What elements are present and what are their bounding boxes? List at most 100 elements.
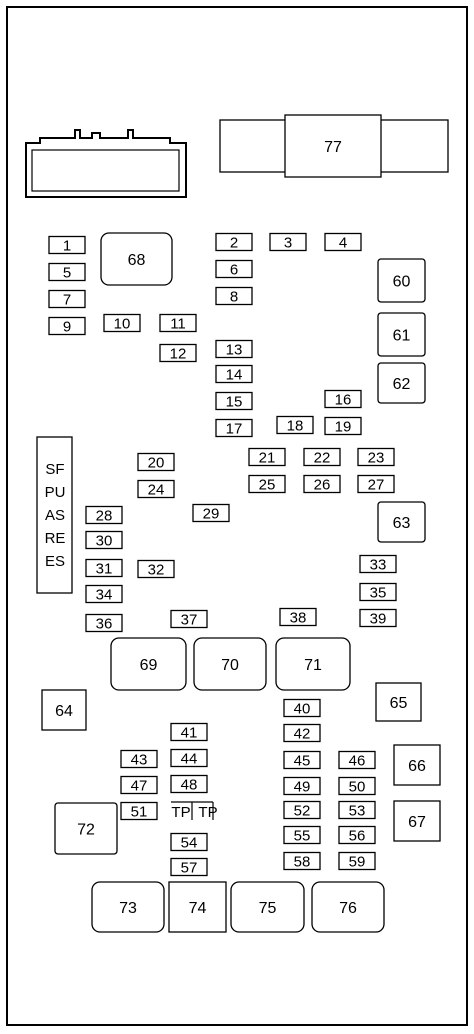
fuse-23-label: 23: [368, 450, 385, 467]
relay-66: 66: [393, 744, 441, 786]
test-points: TP TP: [171, 801, 218, 821]
fuse-58-label: 58: [294, 854, 311, 871]
fuse-57: 57: [170, 857, 208, 877]
relay-73-label: 73: [119, 900, 137, 917]
fuse-40: 40: [283, 698, 321, 718]
fuse-14-label: 14: [226, 367, 243, 384]
panel-border: [6, 6, 468, 1026]
fuse-45: 45: [283, 750, 321, 770]
fuse-48: 48: [170, 774, 208, 794]
spares-line-4: RE: [45, 530, 66, 547]
relay-73: 73: [91, 881, 165, 933]
relay-72: 72: [54, 802, 118, 855]
fuse-15: 15: [215, 391, 253, 411]
relay-62: 62: [377, 362, 426, 404]
fuse-3: 3: [269, 232, 307, 252]
fuse-11-label: 11: [170, 316, 186, 333]
fuse-4-label: 4: [339, 235, 347, 252]
fuse-7-label: 7: [63, 292, 71, 309]
fuse-6: 6: [215, 259, 253, 279]
fuse-36: 36: [85, 613, 123, 633]
fuse-23: 23: [357, 447, 395, 467]
relay-67-label: 67: [408, 814, 426, 831]
relay-66-label: 66: [408, 758, 426, 775]
fuse-25-label: 25: [259, 477, 276, 494]
fuse-16: 16: [324, 389, 362, 409]
relay-68: 68: [100, 232, 173, 286]
fuse-20-label: 20: [148, 455, 165, 472]
fuse-5-label: 5: [63, 265, 71, 282]
fuse-28: 28: [85, 505, 123, 525]
fuse-55: 55: [283, 825, 321, 845]
fuse-18-label: 18: [287, 418, 304, 435]
fuse-43: 43: [120, 749, 158, 769]
fuse-26: 26: [303, 474, 341, 494]
fuse-42: 42: [283, 723, 321, 743]
fuse-50-label: 50: [349, 779, 366, 796]
relay-61: 61: [377, 312, 426, 357]
fuse-10-label: 10: [114, 316, 131, 333]
fuse-3-label: 3: [284, 235, 292, 252]
fuse-1-label: 1: [63, 238, 71, 255]
fuse-49: 49: [283, 776, 321, 796]
fuse-16-label: 16: [335, 392, 352, 409]
fuse-20: 20: [137, 452, 175, 472]
fuse-24-label: 24: [148, 482, 165, 499]
fuse-24: 24: [137, 479, 175, 499]
fuse-8: 8: [215, 286, 253, 306]
fuse-5: 5: [48, 262, 86, 282]
relay-63-label: 63: [393, 515, 411, 532]
fuse-52-label: 52: [294, 803, 311, 820]
test-point-1: TP: [171, 804, 190, 821]
fuse-31-label: 31: [96, 561, 113, 578]
relay-76: 76: [311, 881, 385, 933]
fuse-34-label: 34: [96, 587, 113, 604]
fuse-49-label: 49: [294, 779, 311, 796]
fuse-29-label: 29: [203, 506, 220, 523]
fuse-32-label: 32: [148, 562, 165, 579]
relay-70-label: 70: [221, 657, 239, 674]
fuse-40-label: 40: [294, 701, 311, 718]
fuse-51-label: 51: [131, 804, 148, 821]
fuse-46-label: 46: [349, 753, 366, 770]
relay-60-label: 60: [393, 274, 411, 291]
fuse-35-label: 35: [370, 585, 387, 602]
relay-70: 70: [193, 637, 267, 691]
fuse-10: 10: [103, 313, 141, 333]
fuse-19: 19: [324, 416, 362, 436]
fuse-53: 53: [338, 800, 376, 820]
fuse-46: 46: [338, 750, 376, 770]
fuse-39-label: 39: [370, 611, 387, 628]
fuse-4: 4: [324, 232, 362, 252]
relay-67: 67: [393, 800, 441, 842]
fuse-32: 32: [137, 559, 175, 579]
fuse-37-label: 37: [181, 612, 198, 629]
relay-63: 63: [377, 501, 426, 543]
fuse-59-label: 59: [349, 854, 366, 871]
fuse-29: 29: [192, 503, 230, 523]
fuse-26-label: 26: [314, 477, 331, 494]
spares-line-5: ES: [45, 553, 65, 570]
fuse-17-label: 17: [226, 421, 243, 438]
fuse-56-label: 56: [349, 828, 366, 845]
fuse-57-label: 57: [181, 860, 198, 877]
fuse-11: 11: [159, 313, 197, 333]
fuse-51: 51: [120, 801, 158, 821]
relay-64-label: 64: [55, 703, 73, 720]
fuse-52: 52: [283, 800, 321, 820]
relay-77: 77: [219, 114, 449, 178]
relay-71: 71: [275, 637, 351, 691]
fuse-54-label: 54: [181, 835, 198, 852]
fuse-7: 7: [48, 289, 86, 309]
fuse-38: 38: [279, 607, 317, 627]
fuse-25: 25: [248, 474, 286, 494]
spares-line-2: PU: [45, 484, 66, 501]
relay-60: 60: [377, 258, 426, 303]
relay-68-label: 68: [128, 252, 146, 269]
fuse-43-label: 43: [131, 752, 148, 769]
fuse-21-label: 21: [259, 450, 276, 467]
fuse-8-label: 8: [230, 289, 238, 306]
fuse-50: 50: [338, 776, 376, 796]
relay-69-label: 69: [140, 657, 158, 674]
relay-74-label: 74: [189, 900, 207, 917]
